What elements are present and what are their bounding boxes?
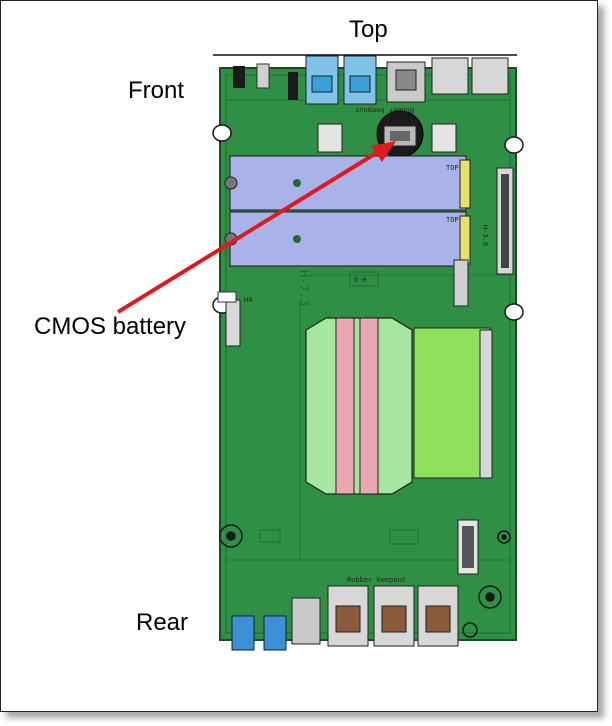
h73-text: H-7.3 — [297, 270, 311, 306]
dimm-slot — [335, 317, 355, 495]
m2-slots: TOP TOP — [224, 155, 471, 267]
fan-header — [431, 123, 457, 153]
keepout-text-rear: Rubber keepout — [347, 576, 406, 584]
connector-jack — [233, 66, 245, 88]
screw-hole — [478, 585, 502, 609]
arrow-head — [371, 141, 396, 162]
m2-top-text: TOP — [446, 216, 459, 224]
component — [225, 299, 241, 347]
connector-jack — [288, 72, 298, 100]
component-outline — [259, 529, 281, 543]
top-connectors — [233, 55, 509, 105]
keepout-text-top: Rubber keepout — [355, 106, 414, 114]
rear-ports: Rubber keepout — [231, 576, 459, 651]
dimm-slot — [359, 317, 379, 495]
component — [217, 291, 237, 303]
cpu-area — [305, 317, 413, 495]
component-outline — [349, 271, 379, 287]
screw-hole — [462, 622, 478, 638]
screw-hole — [219, 524, 243, 548]
front-label: Front — [128, 77, 185, 104]
m2-connector — [459, 159, 471, 209]
heatsink-frame — [305, 317, 413, 495]
sodimm-area — [413, 327, 493, 479]
sodimm-latch — [479, 329, 493, 479]
connector-jack — [256, 63, 270, 89]
hdmi-port — [471, 57, 509, 95]
rear-label: Rear — [136, 609, 189, 636]
blue-connector — [263, 615, 287, 651]
screw-holes — [219, 524, 511, 638]
h38-text: H-3.8 — [481, 225, 489, 246]
screw-hole — [497, 530, 511, 544]
mounting-hole — [212, 124, 232, 142]
m2-card — [229, 155, 467, 211]
h4-text: H4 — [244, 296, 252, 304]
callout-label: CMOS battery — [34, 313, 187, 340]
mounting-hole — [504, 303, 524, 321]
m2-connector — [459, 215, 471, 265]
h9-text: 6-H — [354, 276, 367, 284]
power-jack — [291, 597, 321, 645]
component-outline — [389, 529, 419, 545]
fan-header — [317, 123, 343, 153]
top-label: Top — [349, 16, 388, 43]
lan-port — [373, 585, 415, 647]
sodimm-module — [413, 327, 491, 479]
blue-connector — [231, 615, 255, 651]
hdmi-port — [431, 57, 469, 95]
mounting-hole — [504, 136, 524, 154]
m2-top-text: TOP — [446, 164, 459, 172]
callout-arrow — [116, 141, 396, 314]
component — [453, 259, 469, 307]
arrow-line — [116, 150, 380, 314]
